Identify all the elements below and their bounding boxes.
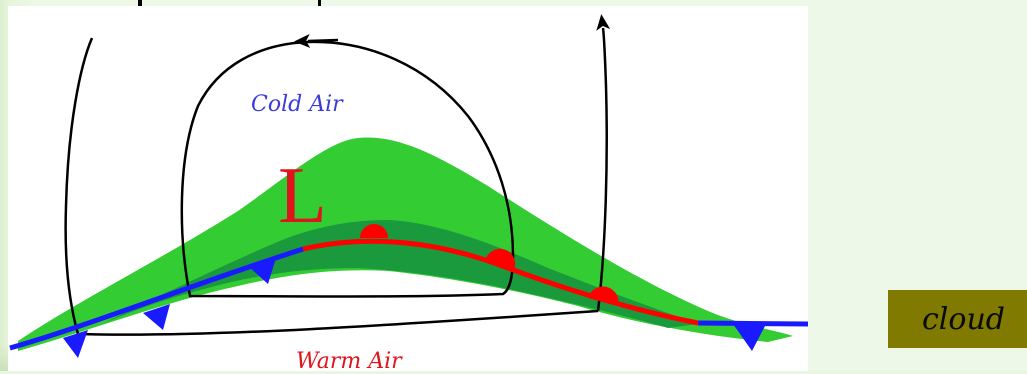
warm-air-label: Warm Air bbox=[296, 349, 402, 374]
airflow-left-loop bbox=[64, 37, 599, 336]
low-pressure-label: L bbox=[278, 152, 327, 240]
cold-front-triangle bbox=[733, 324, 766, 351]
cold-front-triangle bbox=[63, 330, 88, 358]
warm-front-semicircle bbox=[588, 286, 619, 306]
mid-latitude-cyclone-diagram: Cold Air L Warm Air bbox=[8, 6, 808, 374]
warm-front-semicircle bbox=[360, 224, 388, 238]
cold-front-line-east bbox=[697, 320, 808, 327]
airflow-center-arrow bbox=[294, 33, 339, 48]
warm-front-line bbox=[302, 238, 699, 326]
cold-front-triangle bbox=[143, 304, 170, 330]
warm-front-semicircle bbox=[486, 248, 516, 270]
airflow-center-loop bbox=[180, 40, 515, 298]
cloud-legend-label: cloud bbox=[922, 301, 1005, 337]
cropped-mark bbox=[318, 0, 321, 6]
airflow-right-rising bbox=[596, 14, 611, 312]
diagram-canvas bbox=[9, 14, 808, 358]
cloud-legend-swatch: cloud bbox=[888, 290, 1027, 348]
cropped-mark bbox=[138, 0, 142, 10]
cold-front-triangle bbox=[248, 258, 276, 284]
cold-air-label: Cold Air bbox=[251, 92, 343, 117]
